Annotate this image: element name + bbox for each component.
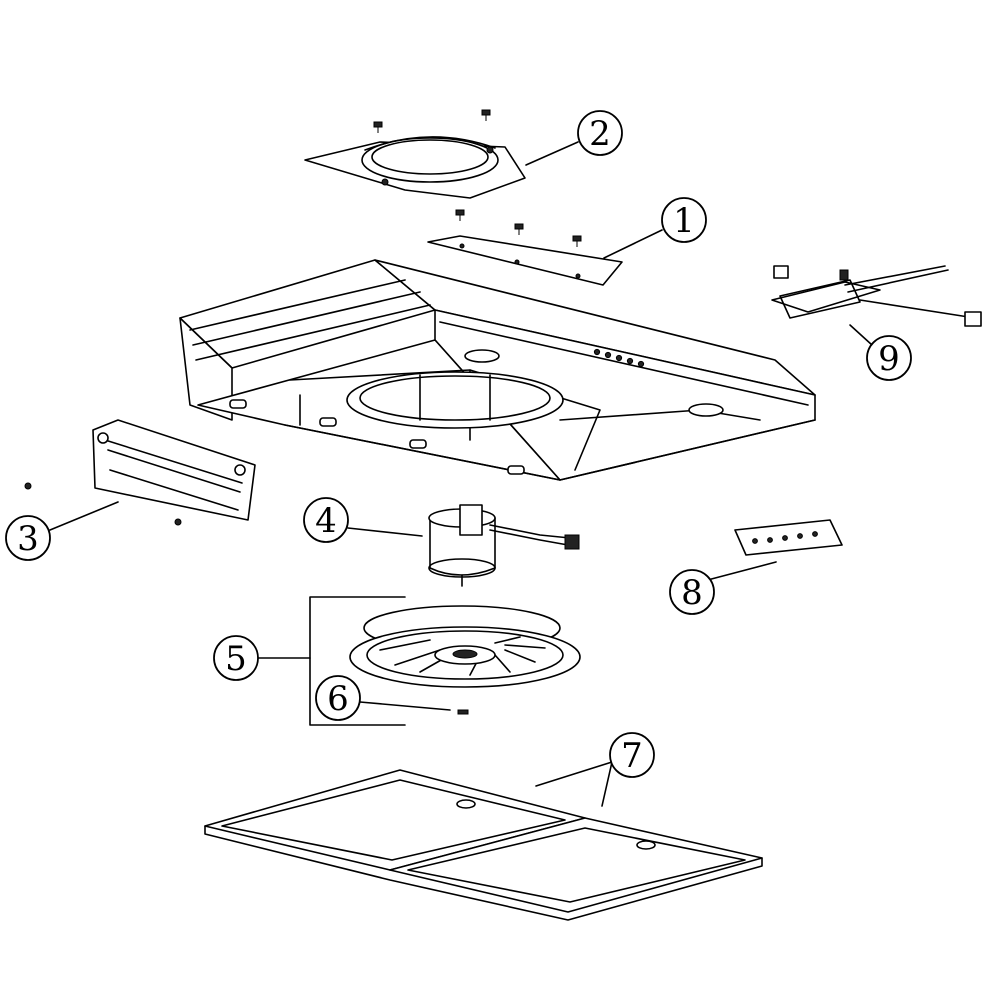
cover-screw	[572, 235, 582, 247]
callout-9: 9	[866, 335, 912, 381]
collar-screw	[373, 121, 383, 133]
leader-lines	[49, 141, 873, 807]
cover-screw	[514, 223, 524, 235]
hood-body	[179, 259, 816, 481]
mounting-bracket	[734, 519, 843, 556]
svg-text:7: 7	[621, 736, 643, 776]
light-housing	[24, 419, 256, 526]
svg-text:1: 1	[673, 201, 695, 241]
callout-4: 4	[303, 497, 349, 543]
callout-3: 3	[5, 515, 51, 561]
callout-6: 6	[315, 675, 361, 721]
grease-filters	[204, 769, 763, 921]
svg-text:4: 4	[315, 501, 337, 541]
wiring-harness	[771, 265, 982, 327]
duct-collar-plate	[304, 109, 526, 199]
svg-text:8: 8	[681, 573, 703, 613]
callout-1: 1	[661, 197, 707, 243]
callout-8: 8	[669, 569, 715, 615]
collar-screw	[481, 109, 491, 121]
callout-2: 2	[577, 110, 623, 156]
blower-wheel	[349, 605, 581, 715]
callout-7: 7	[609, 732, 655, 778]
svg-text:2: 2	[589, 114, 611, 154]
motor	[428, 504, 580, 587]
top-cover-plate	[427, 209, 623, 286]
svg-text:5: 5	[225, 639, 247, 679]
cover-screw	[455, 209, 465, 221]
callout-5: 5	[213, 635, 259, 681]
svg-text:6: 6	[327, 679, 349, 719]
svg-text:3: 3	[17, 519, 39, 559]
svg-text:9: 9	[878, 339, 900, 379]
